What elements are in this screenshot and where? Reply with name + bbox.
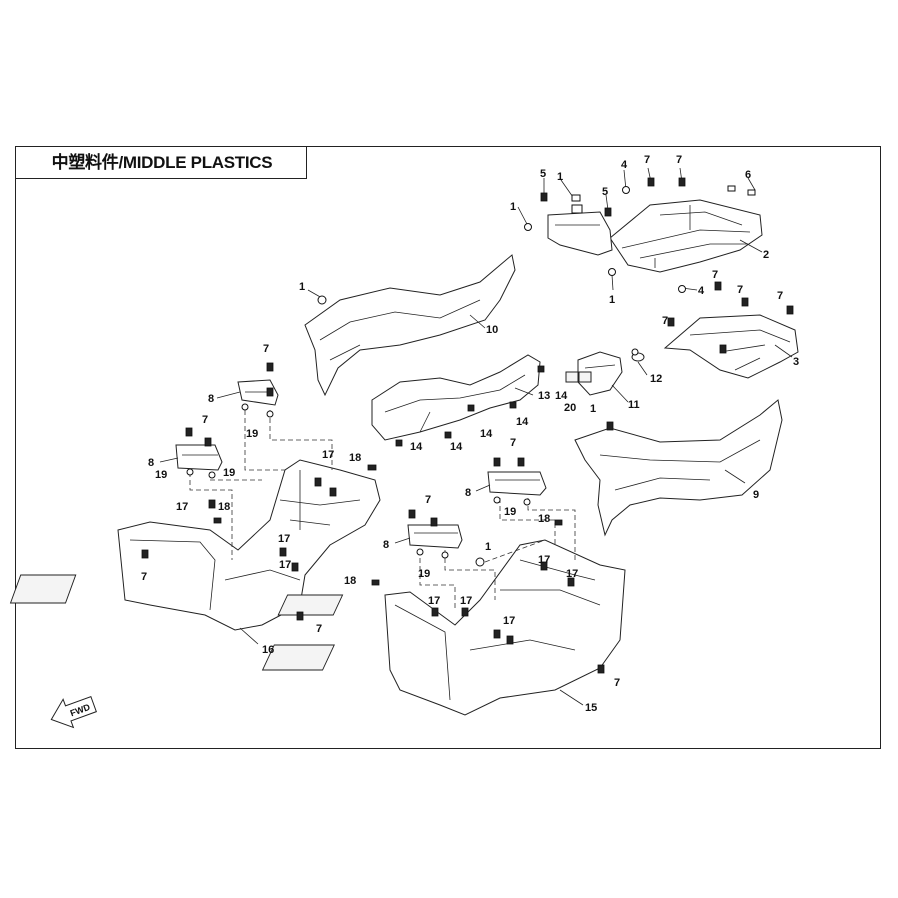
part-9-side-panel: [574, 399, 783, 537]
callout-label: 19: [418, 568, 430, 580]
callout-label: 13: [538, 390, 550, 402]
callout-label: 19: [246, 428, 258, 440]
callout-label: 17: [566, 568, 578, 580]
callout-label: 17: [428, 595, 440, 607]
callout-label: 14: [480, 428, 493, 440]
callout-label: 7: [676, 154, 682, 166]
callout-label: 19: [504, 506, 516, 518]
callout-label: 10: [486, 324, 498, 336]
callout-label: 19: [155, 469, 167, 481]
callout-label: 7: [141, 571, 147, 583]
part-10-side-panel: [304, 254, 516, 397]
callout-label: 7: [614, 677, 620, 689]
part-1-bracket: [547, 204, 613, 256]
callout-label: 1: [510, 201, 516, 213]
callout-label: 11: [628, 399, 640, 411]
callout-label: 17: [176, 501, 188, 513]
callout-label: 3: [793, 356, 799, 368]
diagram-frame: [15, 146, 881, 749]
callout-label: 6: [745, 169, 751, 181]
callout-label: 18: [538, 513, 550, 525]
callout-label: 1: [299, 281, 305, 293]
callout-label: 18: [218, 501, 230, 513]
callout-label: 8: [465, 487, 471, 499]
callout-label: 7: [202, 414, 208, 426]
part-11-cover: [577, 351, 623, 396]
callout-label: 5: [602, 186, 608, 198]
callout-label: 15: [585, 702, 597, 714]
diagram-title: 中塑料件/MIDDLE PLASTICS: [51, 153, 273, 172]
callout-label: 9: [753, 489, 759, 501]
callout-label: 8: [208, 393, 214, 405]
callout-label: 17: [278, 533, 290, 545]
callout-label: 19: [223, 467, 235, 479]
callout-label: 7: [263, 343, 269, 355]
callout-numbers: 1 5 1 5 4 7 7 6 2 1 4 7 7 7 7 3 1 10 7 8…: [141, 154, 799, 714]
part-2-rear-tray: [609, 199, 763, 273]
callout-label: 18: [349, 452, 361, 464]
callout-label: 14: [450, 441, 463, 453]
callout-label: 17: [503, 615, 515, 627]
part-3-mounting-tray: [663, 314, 799, 379]
callout-label: 1: [609, 294, 615, 306]
callout-label: 7: [662, 315, 668, 327]
part-8-step-brackets: [175, 379, 547, 549]
part-15-right-footwell: [261, 539, 626, 716]
assembly-lines: [189, 410, 576, 610]
callout-label: 14: [555, 390, 568, 402]
callout-label: 17: [538, 554, 550, 566]
callout-label: 7: [510, 437, 516, 449]
callout-label: 2: [763, 249, 769, 261]
callout-label: 4: [621, 159, 628, 171]
callout-label: 1: [557, 171, 563, 183]
part-16-left-footwell: [9, 459, 381, 631]
callout-label: 17: [279, 559, 291, 571]
callout-label: 7: [644, 154, 650, 166]
callout-label: 7: [737, 284, 743, 296]
part-20-pads: [565, 371, 592, 383]
callout-label: 7: [425, 494, 431, 506]
fasteners: [141, 177, 794, 674]
callout-label: 8: [383, 539, 389, 551]
callout-label: 17: [322, 449, 334, 461]
callout-label: 7: [712, 269, 718, 281]
callout-label: 4: [698, 285, 705, 297]
callout-label: 1: [485, 541, 491, 553]
callout-label: 17: [460, 595, 472, 607]
callout-label: 7: [316, 623, 322, 635]
callout-label: 8: [148, 457, 154, 469]
callout-label: 20: [564, 402, 576, 414]
callout-label: 14: [516, 416, 529, 428]
callout-label: 12: [650, 373, 662, 385]
callout-label: 5: [540, 168, 546, 180]
callout-label: 18: [344, 575, 356, 587]
callout-label: 16: [262, 644, 274, 656]
callout-label: 7: [777, 290, 783, 302]
callout-label: 1: [590, 403, 596, 415]
callout-label: 14: [410, 441, 423, 453]
fwd-arrow: FWD: [50, 695, 97, 729]
part-13-center-cover: [371, 354, 541, 441]
title-box: 中塑料件/MIDDLE PLASTICS: [15, 146, 307, 179]
